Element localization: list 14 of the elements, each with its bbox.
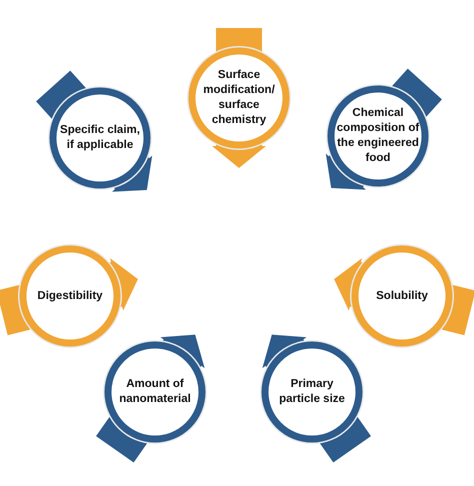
node-label: Specific claim, if applicable [59,123,141,153]
circle-node [47,85,153,191]
circle-node [17,243,123,349]
node-label: Primary particle size [278,377,346,407]
circle-node [102,339,208,445]
node-label: Surface modification/ surface chemistry [202,68,276,128]
node-label: Digestibility [37,288,103,304]
node-label: Solubility [376,288,428,304]
circle-node [259,339,365,445]
circle-node [186,45,292,151]
node-label: Amount of nanomaterial [118,377,192,407]
circle-node [349,243,455,349]
circle-node [325,83,431,189]
node-label: Chemical composition of the engineered food [336,106,420,166]
